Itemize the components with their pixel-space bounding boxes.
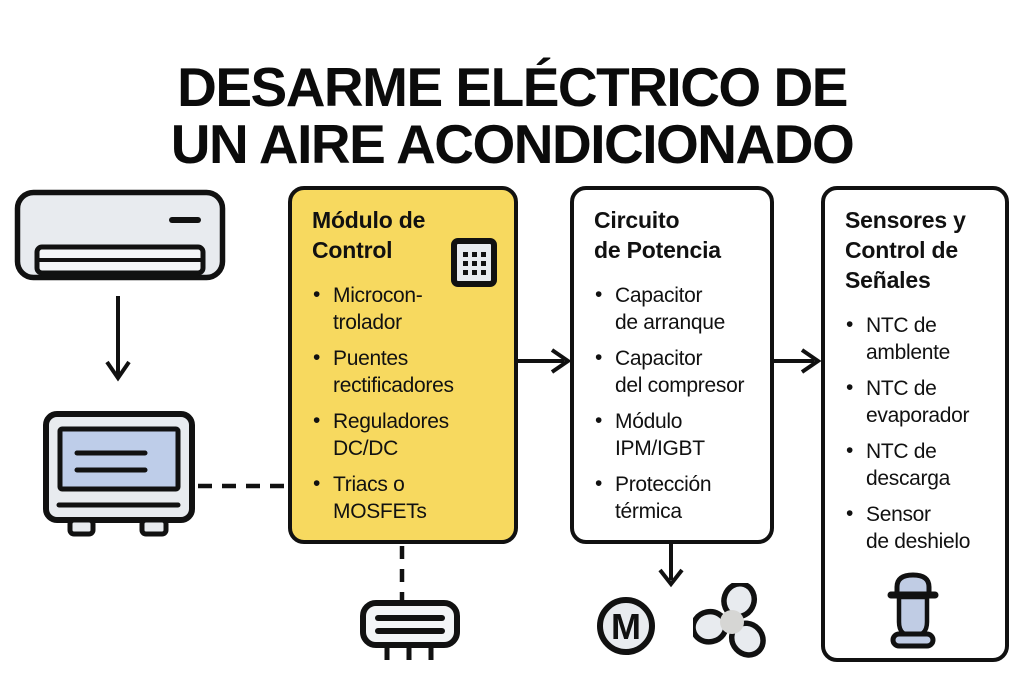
box-title: Sensores y Control de Señales bbox=[845, 207, 966, 293]
list-item: Protección térmica bbox=[594, 470, 756, 525]
arrow-right-icon bbox=[518, 348, 572, 374]
list-item: Reguladores DC/DC bbox=[312, 407, 500, 462]
motor-label: M bbox=[611, 606, 641, 647]
component-list: NTC de amblente NTC de evaporador NTC de… bbox=[845, 311, 991, 555]
connector-icon bbox=[360, 600, 460, 660]
fan-icon bbox=[693, 583, 766, 658]
list-item: Microcon- trolador bbox=[312, 281, 500, 336]
arrow-down-icon bbox=[658, 544, 684, 588]
flow-box-circuito-de-potencia: Circuito de Potencia Capacitor de arranq… bbox=[570, 186, 774, 544]
list-item: Módulo IPM/IGBT bbox=[594, 407, 756, 462]
control-board-icon bbox=[43, 411, 195, 537]
list-item: NTC de amblente bbox=[845, 311, 991, 366]
arrow-down-icon bbox=[105, 296, 131, 382]
dashed-connector bbox=[198, 483, 290, 489]
list-item: NTC de evaporador bbox=[845, 374, 991, 429]
box-title: Módulo de Control bbox=[312, 207, 426, 263]
dashed-connector bbox=[399, 546, 405, 602]
list-item: Sensor de deshielo bbox=[845, 500, 991, 555]
list-item: Capacitor de arranque bbox=[594, 281, 756, 336]
sensor-icon bbox=[887, 572, 939, 649]
chip-icon bbox=[451, 238, 497, 287]
component-list: Capacitor de arranque Capacitor del comp… bbox=[594, 281, 756, 525]
page-title: DESARME ELÉCTRICO DE UN AIRE ACONDICIONA… bbox=[170, 55, 855, 175]
flow-box-modulo-de-control: Módulo de Control Microcon- trolador Pue… bbox=[288, 186, 518, 544]
list-item: Triacs o MOSFETs bbox=[312, 470, 500, 525]
ac-unit-icon bbox=[14, 189, 226, 281]
list-item: Capacitor del compresor bbox=[594, 344, 756, 399]
box-title: Circuito de Potencia bbox=[594, 207, 721, 263]
list-item: Puentes rectificadores bbox=[312, 344, 500, 399]
component-list: Microcon- trolador Puentes rectificadore… bbox=[312, 281, 500, 525]
arrow-right-icon bbox=[772, 348, 822, 374]
list-item: NTC de descarga bbox=[845, 437, 991, 492]
motor-icon: M bbox=[597, 597, 655, 655]
flow-box-sensores-y-control: Sensores y Control de Señales NTC de amb… bbox=[821, 186, 1009, 662]
